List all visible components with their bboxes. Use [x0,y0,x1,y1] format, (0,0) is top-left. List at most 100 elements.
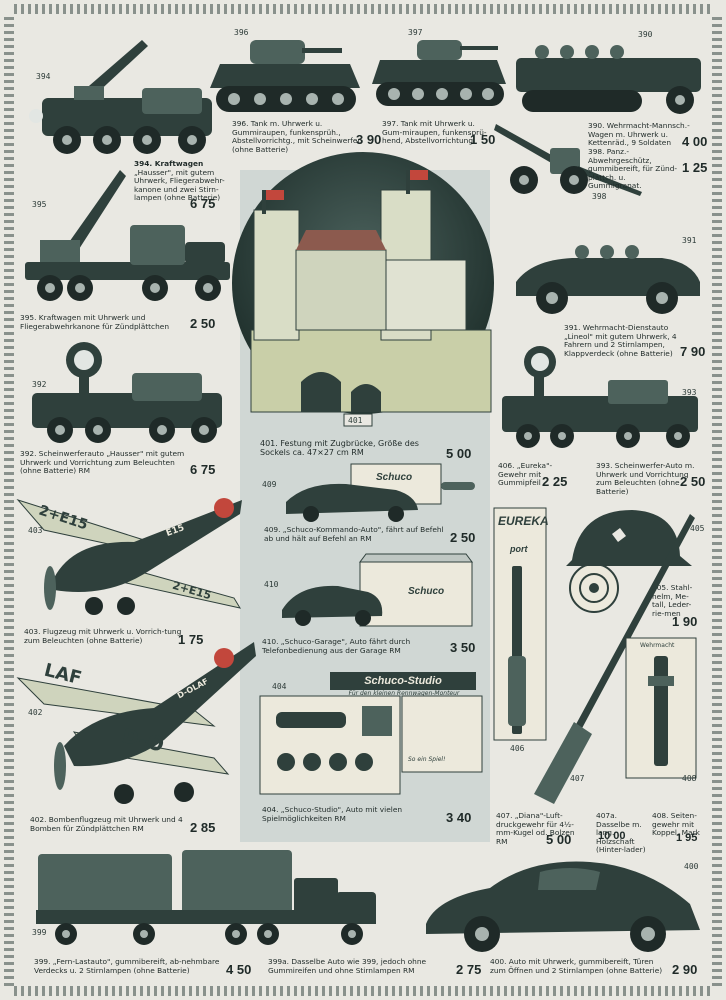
item-404-caption: 404. „Schuco-Studio", Auto mit vielen Sp… [262,805,403,823]
item-number: 401 [348,416,363,425]
item-400: 400 [420,850,710,960]
item-number: 398 [592,192,607,201]
item-410-caption: 410. „Schuco-Garage", Auto fährt durch T… [262,637,411,655]
studio-illustration [259,695,483,795]
item-391: 391 [512,232,704,320]
fortress-illustration: 401 [250,170,492,427]
studio-box-subtitle: Für den kleinen Rennwagen-Monteur [348,690,460,697]
item-405-price: 1 90 [672,614,698,629]
item-number: 408 [682,774,697,783]
item-number: 410 [264,580,279,589]
item-405: 405 [552,500,712,620]
item-402-price: 2 85 [190,820,216,835]
item-406-price: 2 25 [542,474,568,489]
item-407-price: 5 00 [546,832,572,847]
item-391-price: 7 90 [680,344,706,359]
item-394-caption: 394. Kraftwagen „Hausser", mit gutem Uhr… [134,159,229,203]
item-400-caption: 400. Auto mit Uhrwerk, gummibereift, Tür… [490,957,663,975]
eureka-subtitle: port [510,544,528,554]
item-404: 404 Schuco-Studio Für den kleinen Rennwa… [256,672,488,798]
item-number: 393 [682,388,697,397]
aa-gun-truck-illustration [25,170,230,301]
item-393-price: 2 50 [680,474,706,489]
item-406-caption: 406. „Eureka"-Gewehr mit Gummipfeil [498,461,553,488]
item-398-caption: 398. Panz.-Abwehrgeschütz, gummibereift,… [588,147,678,191]
item-number: 407 [570,774,585,783]
item-399-price: 4 50 [226,962,252,977]
item-394-desc: „Hausser", mit gutem Uhrwerk, Fliegerabw… [134,167,225,203]
item-392-caption: 392. Scheinwerferauto „Hausser" mit gute… [20,449,185,476]
searchlight-truck-illustration [32,342,222,443]
item-403-caption: 403. Flugzeug mit Uhrwerk u. Vorrich-tun… [24,627,182,645]
item-397-price: 1 50 [470,132,496,147]
eureka-logo: EUREKA [498,514,549,528]
item-399: 399 [26,848,386,956]
item-396-price: 3 90 [356,132,382,147]
troop-carrier-illustration [516,45,701,114]
item-392: 392 [22,338,232,448]
item-403-price: 1 75 [178,632,204,647]
item-number: 395 [32,200,47,209]
item-number: 399 [32,928,47,937]
item-407a-caption: 407a. Dasselbe m. lang. Holzschaft (Hint… [596,811,646,855]
item-405-caption: 405. Stahl-helm, Me-tall, Leder-rie-men [652,583,693,618]
aa-truck-illustration [29,40,212,154]
item-number: 406 [510,744,525,753]
air-rifle-illustration [534,514,695,804]
streamline-car-illustration [426,861,700,952]
item-409: 409 Schuco [256,462,482,524]
studio-box-tagline: So ein Spiel! [408,756,446,763]
item-390-caption: 390. Wehrmacht-Mannsch.-Wagen m. Uhrwerk… [588,121,690,148]
item-397-caption: 397. Tank mit Uhrwerk u. Gum-miraupen, f… [382,119,487,146]
item-403: 403 2+E15 2+E15 E15 [14,470,244,620]
item-394-title: 394. Kraftwagen [134,159,204,168]
item-number: 396 [234,28,249,37]
item-number: 394 [36,72,51,81]
ornamental-border-bottom [14,986,712,996]
item-number: 390 [638,30,653,39]
helmet-and-target-illustration [566,510,692,613]
anti-tank-gun-illustration [494,124,642,196]
item-408-caption: 408. Seiten-gewehr mit Koppel, Mark [652,811,700,838]
airplane-403-illustration [16,498,242,615]
ornamental-border-left [4,14,14,986]
ornamental-border-right [712,14,722,986]
item-number: 400 [684,862,699,871]
item-395: 395 [20,170,235,310]
bayonet-illustration [625,637,697,779]
item-396-caption: 396. Tank m. Uhrwerk u. Gummiraupen, fun… [232,119,361,154]
item-404-price: 3 40 [446,810,472,825]
item-399a-price: 2 75 [456,962,482,977]
item-395-caption: 395. Kraftwagen mit Uhrwerk und Fliegera… [20,313,170,331]
studio-box-title: Schuco-Studio [330,672,476,690]
staff-car-illustration [516,245,700,314]
item-402: 402 LAF D-O D-OLAF [14,622,260,812]
item-397: 397 [372,28,507,114]
item-number: 391 [682,236,697,245]
item-393-caption: 393. Scheinwerfer-Auto m. Uhrwerk und Vo… [596,461,695,496]
item-395-price: 2 50 [190,316,216,331]
schuco-logo: Schuco [376,472,412,483]
item-410: 410 Schuco [258,553,484,632]
item-399-caption: 399. „Fern-Lastauto", gummibereift, ab-n… [34,957,220,975]
item-401-caption: 401. Festung mit Zugbrücke, Größe des So… [260,439,419,457]
tank-397-illustration [372,40,506,106]
item-408: Wehrmacht 408 [624,636,700,786]
item-401-price: 5 00 [446,446,472,461]
item-409-price: 2 50 [450,530,476,545]
item-394: 394 [22,30,232,160]
item-407-caption: 407. „Diana"-Luft-druckgewehr für 4½-mm-… [496,811,575,846]
truck-trailer-illustration [36,850,376,945]
bayonet-box-label: Wehrmacht [640,642,675,649]
schuco-logo: Schuco [408,586,444,597]
tank-396-illustration [210,40,360,112]
item-number: 404 [272,682,287,691]
item-409-caption: 409. „Schuco-Kommando-Auto", fährt auf B… [264,525,444,543]
item-406: EUREKA port 406 [492,506,550,753]
item-407a-price: 10 00 [598,830,626,842]
item-394-price: 6 75 [190,196,216,211]
item-number: 397 [408,28,423,37]
item-398: 398 [494,122,644,202]
item-number: 409 [262,480,277,489]
